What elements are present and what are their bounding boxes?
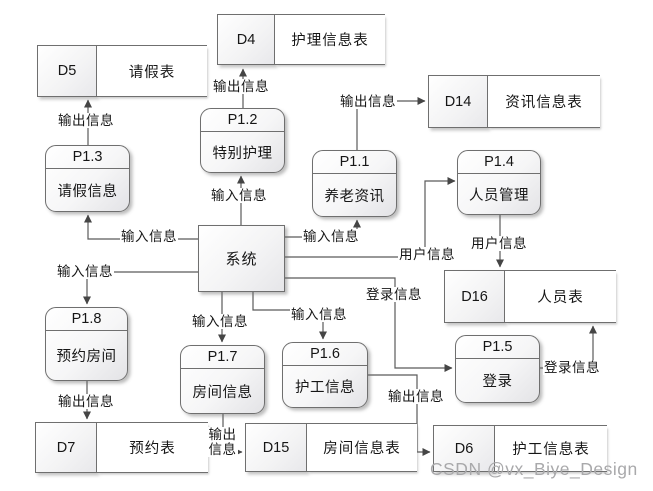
flow-label-p15-d16: 登录信息 <box>543 360 601 375</box>
connector-sys-p16 <box>252 292 327 340</box>
flow-label-p14-d16: 用户信息 <box>470 236 528 251</box>
store-d5: D5 请假表 <box>37 45 207 97</box>
flow-label-sys-p13: 输入信息 <box>120 229 178 244</box>
process-p11-label: 养老资讯 <box>324 188 385 205</box>
flow-label-sys-p16: 输入信息 <box>290 307 348 322</box>
flow-label-sys-p12: 输入信息 <box>210 188 268 203</box>
process-p18-label: 预约房间 <box>56 349 117 365</box>
store-d5-label: 请假表 <box>97 45 207 97</box>
store-d16: D16 人员表 <box>444 270 616 323</box>
store-d14-id: D14 <box>428 75 488 128</box>
flow-label-sys-p18: 输入信息 <box>56 264 114 279</box>
flow-label-sys-p11: 输入信息 <box>302 229 360 244</box>
store-d4-id: D4 <box>217 14 275 65</box>
connector-sys-p15 <box>285 277 453 372</box>
process-p18: P1.8 预约房间 <box>45 307 128 381</box>
flow-label-p11-d14: 输出信息 <box>339 94 397 109</box>
process-p16-label: 护工信息 <box>295 380 355 396</box>
store-d4-label: 护理信息表 <box>275 14 385 65</box>
process-p12-id: P1.2 <box>201 109 284 132</box>
process-system-label: 系统 <box>225 251 258 268</box>
process-p13-label: 请假信息 <box>57 183 118 200</box>
flow-label-p13-d5: 输出信息 <box>57 113 115 128</box>
process-p14-id: P1.4 <box>458 151 540 174</box>
process-p15: P1.5 登录 <box>455 335 540 403</box>
process-p15-label: 登录 <box>482 374 513 390</box>
store-d14: D14 资讯信息表 <box>428 75 600 128</box>
process-p15-id: P1.5 <box>456 336 539 359</box>
store-d6-id: D6 <box>433 425 495 472</box>
process-p13: P1.3 请假信息 <box>45 145 130 212</box>
store-d5-id: D5 <box>37 45 97 97</box>
process-p16-id: P1.6 <box>283 343 367 366</box>
process-p13-id: P1.3 <box>46 146 129 169</box>
process-p12: P1.2 特别护理 <box>200 108 285 173</box>
store-d7-label: 预约表 <box>97 422 208 473</box>
connector-p16-d6 <box>368 374 431 456</box>
store-d15-label: 房间信息表 <box>307 423 417 472</box>
process-p16: P1.6 护工信息 <box>282 342 368 408</box>
store-d7: D7 预约表 <box>35 422 208 473</box>
process-p12-label: 特别护理 <box>212 145 273 162</box>
process-p11: P1.1 养老资讯 <box>312 150 397 217</box>
store-d16-label: 人员表 <box>505 270 616 323</box>
flow-label-sys-p14: 用户信息 <box>398 247 456 262</box>
process-p17: P1.7 房间信息 <box>180 345 265 414</box>
flow-label-p17-d15: 输出信息 <box>207 427 238 457</box>
flow-label-p18-d7: 输出信息 <box>57 394 115 409</box>
flow-label-sys-p17: 输入信息 <box>191 314 249 329</box>
flow-label-p12-d4: 输出信息 <box>212 79 270 94</box>
process-p17-label: 房间信息 <box>192 384 253 401</box>
store-d7-id: D7 <box>35 422 97 473</box>
process-p14-label: 人员管理 <box>469 187 529 204</box>
process-p18-id: P1.8 <box>46 308 127 331</box>
store-d14-label: 资讯信息表 <box>488 75 600 128</box>
csdn-watermark: CSDN @vx_Biye_Design <box>430 459 638 479</box>
store-d6: D6 护工信息表 <box>433 425 607 472</box>
process-system: 系统 <box>198 225 285 292</box>
store-d15: D15 房间信息表 <box>245 423 417 472</box>
process-p14: P1.4 人员管理 <box>457 150 541 215</box>
store-d15-id: D15 <box>245 423 307 472</box>
store-d4: D4 护理信息表 <box>217 14 385 65</box>
flow-label-sys-p15: 登录信息 <box>365 287 423 302</box>
store-d16-id: D16 <box>444 270 505 323</box>
store-d6-label: 护工信息表 <box>495 425 607 472</box>
process-p11-id: P1.1 <box>313 151 396 174</box>
flow-label-p16-d6: 输出信息 <box>387 389 445 404</box>
connector-sys-p14 <box>285 177 456 258</box>
process-p17-id: P1.7 <box>181 346 264 369</box>
